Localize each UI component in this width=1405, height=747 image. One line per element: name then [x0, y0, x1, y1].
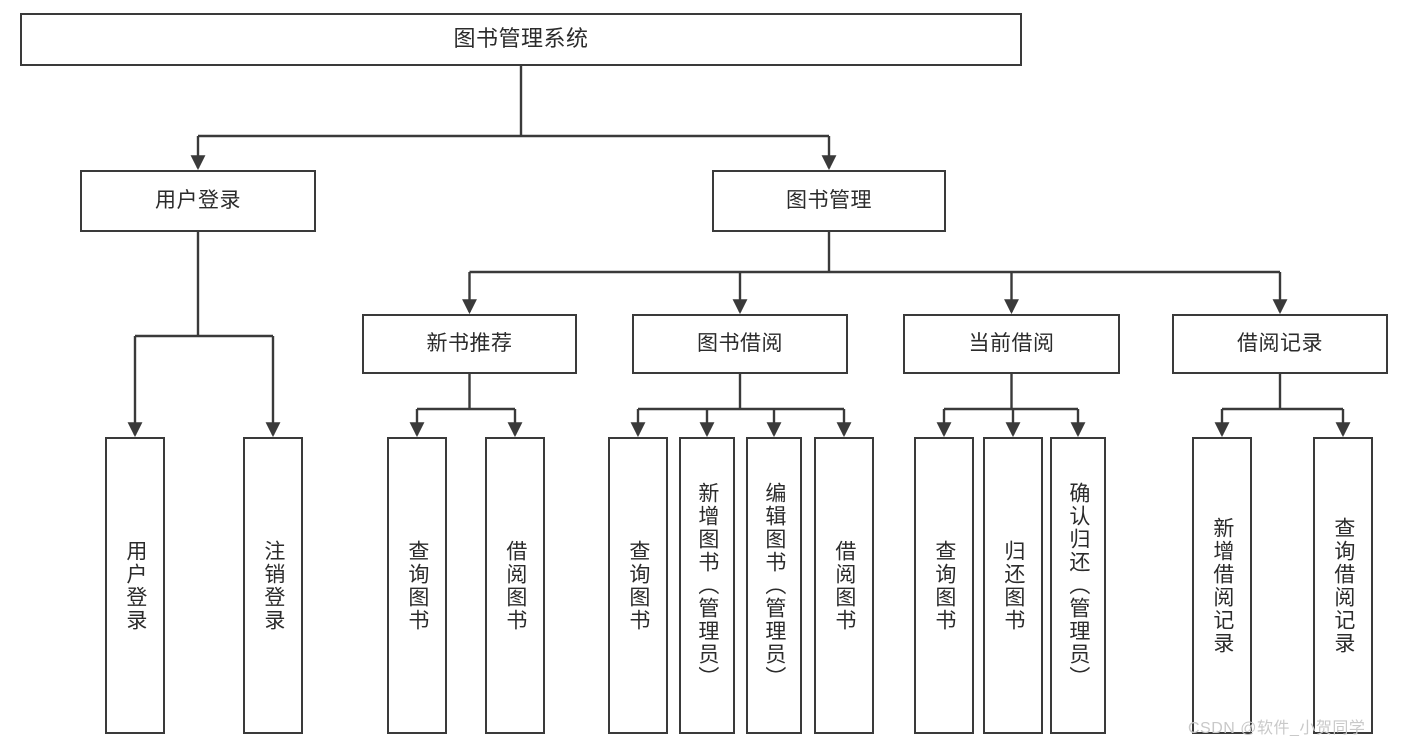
node-label: 查询借阅记录	[1331, 516, 1355, 655]
node-new-book-recommend: 新书推荐	[362, 314, 577, 374]
node-label: 借阅记录	[1237, 332, 1323, 356]
node-label: 新书推荐	[426, 332, 513, 356]
node-label: 用户登录	[123, 539, 147, 632]
node-label: 编辑图书（管理员）	[762, 482, 786, 689]
node-label: 新增图书（管理员）	[695, 482, 719, 689]
node-label: 新增借阅记录	[1210, 516, 1234, 655]
node-root: 图书管理系统	[20, 13, 1022, 66]
node-user-logout: 注销登录	[243, 437, 303, 734]
node-label: 查询图书	[626, 539, 650, 632]
node-user-login: 用户登录	[80, 170, 316, 232]
node-borrow-book-1: 借阅图书	[485, 437, 545, 734]
node-book-manage: 图书管理	[712, 170, 946, 232]
node-borrow-record: 借阅记录	[1172, 314, 1388, 374]
node-label: 注销登录	[261, 539, 285, 632]
node-add-book-admin: 新增图书（管理员）	[679, 437, 735, 734]
node-label: 当前借阅	[968, 332, 1055, 356]
node-label: 借阅图书	[832, 539, 856, 632]
node-label: 确认归还（管理员）	[1066, 482, 1090, 689]
node-current-borrow: 当前借阅	[903, 314, 1120, 374]
node-label: 图书借阅	[697, 332, 783, 356]
node-user-login-do: 用户登录	[105, 437, 165, 734]
node-label: 用户登录	[155, 189, 241, 213]
node-add-borrow-record: 新增借阅记录	[1192, 437, 1252, 734]
node-borrow-book-2: 借阅图书	[814, 437, 874, 734]
node-book-borrow: 图书借阅	[632, 314, 848, 374]
node-label: 查询图书	[405, 539, 429, 632]
node-edit-book-admin: 编辑图书（管理员）	[746, 437, 802, 734]
node-query-book-2: 查询图书	[608, 437, 668, 734]
node-query-book-1: 查询图书	[387, 437, 447, 734]
node-return-book: 归还图书	[983, 437, 1043, 734]
csdn-watermark: CSDN @软件_小贺同学	[1188, 720, 1366, 737]
node-query-borrow-record: 查询借阅记录	[1313, 437, 1373, 734]
node-label: 查询图书	[932, 539, 956, 632]
node-query-book-3: 查询图书	[914, 437, 974, 734]
node-label: 归还图书	[1001, 539, 1025, 632]
node-label: 图书管理系统	[453, 26, 589, 52]
node-label: 图书管理	[786, 189, 872, 213]
node-label: 借阅图书	[503, 539, 527, 632]
node-confirm-return-admin: 确认归还（管理员）	[1050, 437, 1106, 734]
